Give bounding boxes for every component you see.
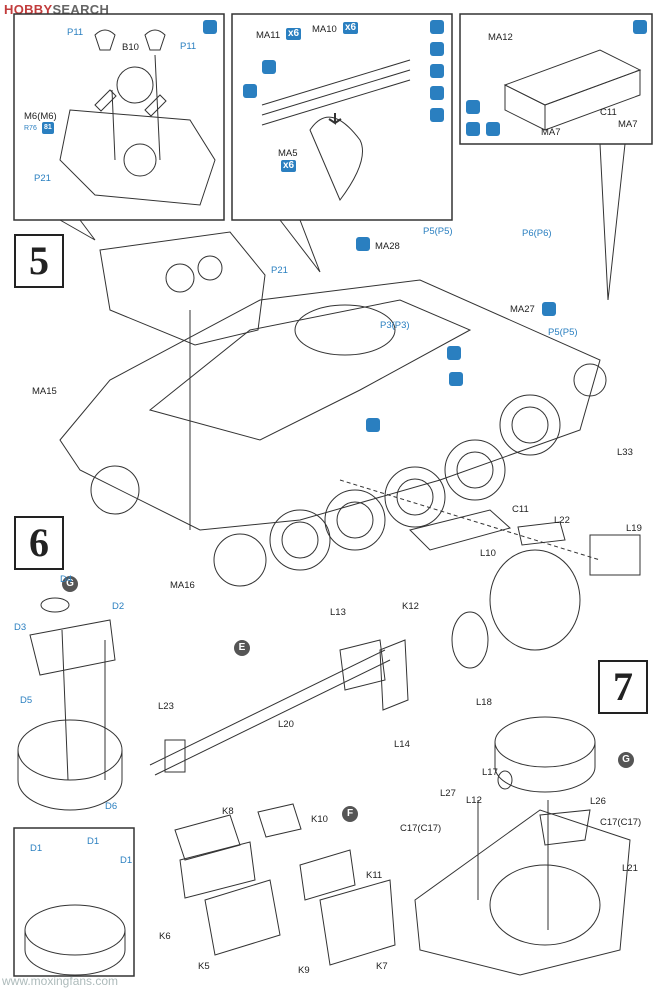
step-number-6: 6 bbox=[14, 516, 64, 570]
label-d2: D2 bbox=[112, 601, 125, 612]
label-ma16: MA16 bbox=[170, 580, 195, 591]
label-l19: L19 bbox=[626, 523, 642, 534]
marker-g-step6: G bbox=[62, 576, 78, 592]
label-m6: M6(M6) bbox=[24, 111, 57, 122]
paint-icon bbox=[447, 346, 461, 360]
paint-icon bbox=[366, 418, 380, 432]
label-k6: K6 bbox=[159, 931, 171, 942]
label-ma5: MA5 bbox=[278, 148, 298, 159]
label-ma10: MA10 bbox=[312, 24, 337, 35]
label-ma15: MA15 bbox=[32, 386, 57, 397]
label-p21-box: P21 bbox=[34, 173, 51, 184]
paint-icon bbox=[243, 84, 257, 98]
label-l27: L27 bbox=[440, 788, 456, 799]
label-ma12: MA12 bbox=[488, 32, 513, 43]
label-c17b: C17(C17) bbox=[600, 817, 642, 828]
label-d1b: D1 bbox=[87, 836, 100, 847]
step-number-5: 5 bbox=[14, 234, 64, 288]
badge-x6-ma11: x6 bbox=[286, 28, 302, 40]
paint-icon bbox=[430, 20, 444, 34]
paint-icon bbox=[430, 108, 444, 122]
label-k8: K8 bbox=[222, 806, 234, 817]
paint-icon bbox=[356, 237, 370, 251]
label-d4: D4 bbox=[60, 574, 73, 585]
watermark: www.moxingfans.com bbox=[2, 974, 119, 988]
label-p11b: P11 bbox=[180, 41, 197, 52]
label-d6: D6 bbox=[105, 801, 118, 812]
paint-icon bbox=[203, 20, 217, 34]
label-k7: K7 bbox=[376, 961, 388, 972]
label-k10: K10 bbox=[311, 814, 328, 825]
label-l23: L23 bbox=[158, 701, 174, 712]
label-c11: C11 bbox=[512, 504, 529, 515]
label-l20: L20 bbox=[278, 719, 294, 730]
paint-icon bbox=[430, 42, 444, 56]
marker-g-step7: G bbox=[618, 752, 634, 768]
label-k11: K11 bbox=[366, 870, 383, 881]
label-k12: K12 bbox=[402, 601, 419, 612]
label-b10: B10 bbox=[122, 42, 139, 53]
paint-icon bbox=[430, 64, 444, 78]
paint-icon bbox=[466, 122, 480, 136]
label-l22: L22 bbox=[554, 515, 570, 526]
label-p5p5a: P5(P5) bbox=[423, 226, 453, 237]
label-d1a: D1 bbox=[30, 843, 43, 854]
label-l12: L12 bbox=[466, 795, 482, 806]
label-k5: K5 bbox=[198, 961, 210, 972]
label-l10: L10 bbox=[480, 548, 496, 559]
label-r76: R76 bbox=[24, 125, 37, 132]
badge-x6-ma5: x6 bbox=[281, 160, 297, 172]
badge-x6-ma10: x6 bbox=[343, 22, 359, 34]
step-number-7: 7 bbox=[598, 660, 648, 714]
paint-icon bbox=[430, 86, 444, 100]
paint-icon bbox=[466, 100, 480, 114]
label-l26: L26 bbox=[590, 796, 606, 807]
label-l33: L33 bbox=[617, 447, 633, 458]
label-d1c: D1 bbox=[120, 855, 133, 866]
label-p11a: P11 bbox=[67, 27, 84, 38]
paint-icon bbox=[486, 122, 500, 136]
label-ma27: MA27 bbox=[510, 304, 535, 315]
marker-f: F bbox=[342, 806, 358, 822]
label-p6p6: P6(P6) bbox=[522, 228, 552, 239]
paint-icon bbox=[449, 372, 463, 386]
label-c11-box: C11 bbox=[600, 107, 617, 118]
label-k9: K9 bbox=[298, 965, 310, 976]
label-l18: L18 bbox=[476, 697, 492, 708]
label-c17a: C17(C17) bbox=[400, 823, 442, 834]
paint-icon bbox=[633, 20, 647, 34]
label-d5: D5 bbox=[20, 695, 33, 706]
badge-81: 81 bbox=[42, 122, 54, 134]
label-ma11: MA11 bbox=[256, 30, 281, 41]
label-ma7b: MA7 bbox=[618, 119, 638, 130]
label-ma7a: MA7 bbox=[541, 127, 561, 138]
label-ma28: MA28 bbox=[375, 241, 400, 252]
label-d3: D3 bbox=[14, 622, 27, 633]
paint-icon bbox=[542, 302, 556, 316]
label-l14: L14 bbox=[394, 739, 410, 750]
marker-e: E bbox=[234, 640, 250, 656]
label-p21: P21 bbox=[271, 265, 288, 276]
label-l21: L21 bbox=[622, 863, 638, 874]
paint-icon bbox=[262, 60, 276, 74]
label-p5p5b: P5(P5) bbox=[548, 327, 578, 338]
label-p3p3: P3(P3) bbox=[380, 320, 410, 331]
label-l17: L17 bbox=[482, 767, 498, 778]
label-l13: L13 bbox=[330, 607, 346, 618]
